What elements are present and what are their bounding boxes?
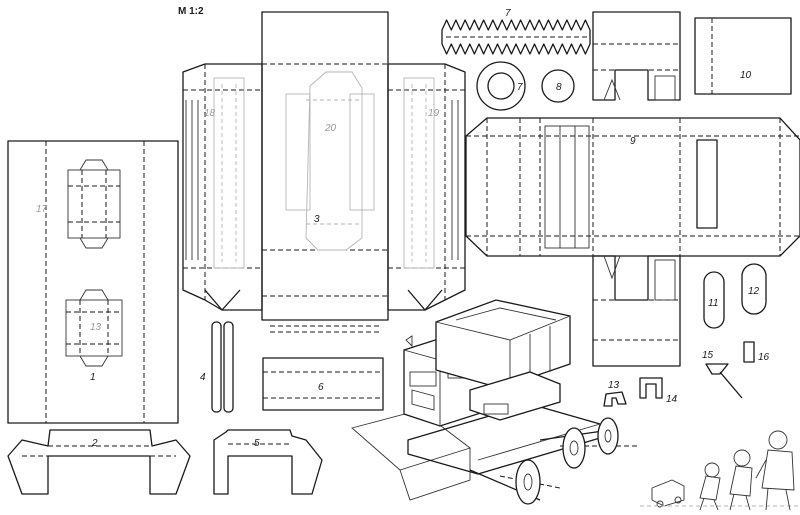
part-15-lever: 15 <box>702 350 743 399</box>
label-20: 20 <box>324 123 337 134</box>
part-17-box-net <box>67 159 121 249</box>
label-5: 5 <box>254 438 260 449</box>
part-2-arch: 2 <box>7 429 191 495</box>
label-10: 10 <box>740 70 752 81</box>
part-13-clip: 13 <box>603 380 627 407</box>
label-3: 3 <box>314 214 320 225</box>
label-18: 18 <box>204 108 216 119</box>
label-14: 14 <box>666 394 678 405</box>
part-13-box-net <box>65 289 123 367</box>
part-16-tab: 16 <box>743 341 770 363</box>
scale-label: M 1:2 <box>178 6 204 17</box>
label-1: 1 <box>90 372 96 383</box>
label-15: 15 <box>702 350 714 361</box>
part-11-slot: 11 <box>703 271 725 329</box>
label-11: 11 <box>708 298 718 309</box>
label-16: 16 <box>758 352 770 363</box>
part-1-panel: 17 13 1 <box>7 140 179 424</box>
part-6-panel: 6 <box>262 357 384 411</box>
part-10-panel: 10 <box>694 17 792 95</box>
label-4: 4 <box>200 372 206 383</box>
label-12: 12 <box>748 286 760 297</box>
label-9: 9 <box>630 136 636 147</box>
part-4-strips: 4 <box>200 321 234 413</box>
part-9-cabin-net: 9 <box>465 11 800 367</box>
part-7-ring: 7 <box>476 61 526 111</box>
part-14-bracket: 14 <box>639 377 678 405</box>
label-7-strip: 7 <box>505 8 511 19</box>
label-13: 13 <box>608 380 620 391</box>
label-7-ring: 7 <box>517 82 523 93</box>
part-8-disc: 8 <box>541 69 575 103</box>
label-19: 19 <box>428 108 440 119</box>
label-8: 8 <box>556 82 562 93</box>
part-20-faint-net <box>285 71 375 251</box>
cartoon-characters <box>640 430 800 511</box>
part-12-slot: 12 <box>741 263 767 315</box>
part-3-body-net: 18 19 20 3 <box>182 11 466 333</box>
assembled-truck-illustration <box>351 299 640 505</box>
label-6: 6 <box>318 382 324 393</box>
label-17: 17 <box>36 204 48 215</box>
part-7-serrated-strip: 7 <box>441 8 591 55</box>
label-13-net: 13 <box>90 322 102 333</box>
label-2: 2 <box>91 438 98 449</box>
part-5-arch: 5 <box>213 429 323 495</box>
